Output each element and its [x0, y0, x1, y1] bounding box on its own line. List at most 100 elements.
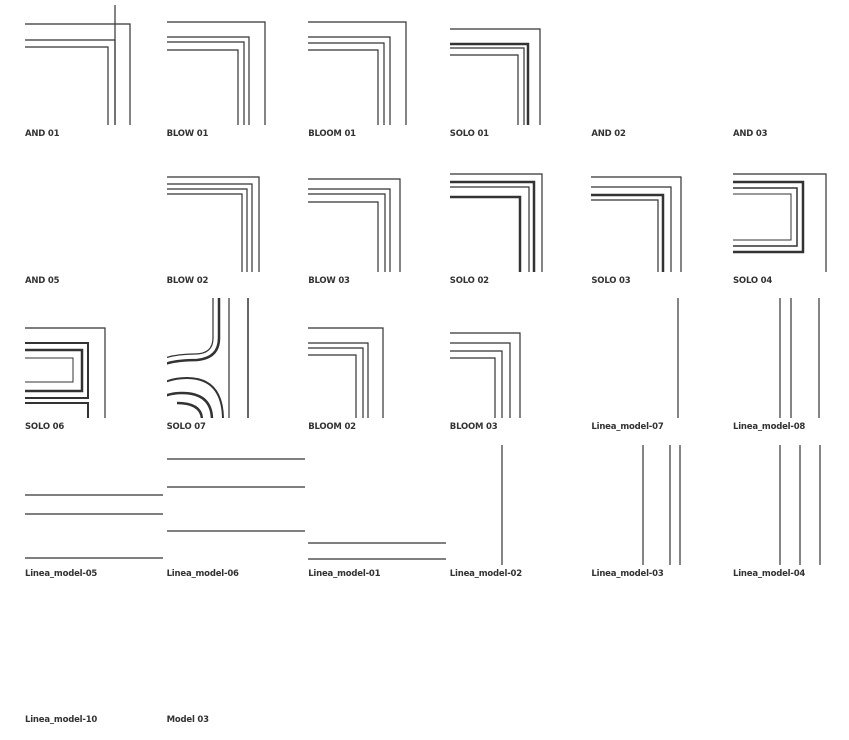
product-card[interactable]: SOLO 06 [25, 298, 163, 438]
product-thumbnail[interactable] [733, 444, 849, 565]
product-label[interactable]: SOLO 07 [166, 422, 206, 432]
product-card[interactable]: SOLO 07 [166, 298, 305, 438]
product-label[interactable]: BLOW 02 [166, 275, 209, 286]
profile-line [166, 49, 239, 125]
product-label[interactable]: Model 03 [166, 715, 209, 725]
product-card[interactable]: Linea_model-04 [733, 444, 849, 585]
profile-line [449, 342, 511, 418]
molding-profile-drawing [591, 175, 682, 272]
product-label[interactable]: Linea_model-01 [308, 568, 381, 579]
product-card[interactable]: BLOW 03 [308, 151, 447, 292]
product-card[interactable]: BLOW 02 [166, 151, 305, 292]
product-thumbnail[interactable] [449, 5, 588, 125]
product-thumbnail[interactable] [449, 151, 588, 272]
profile-line [449, 172, 543, 272]
product-label[interactable]: AND 01 [25, 129, 60, 139]
product-card[interactable]: BLOOM 01 [308, 5, 447, 145]
profile-line [166, 175, 260, 272]
profile-line [166, 376, 224, 418]
product-card[interactable]: Linea_model-05 [25, 444, 163, 585]
product-thumbnail[interactable] [25, 591, 163, 711]
product-label[interactable]: Linea_model-02 [449, 568, 522, 579]
product-card[interactable]: BLOW 01 [166, 5, 305, 145]
product-card[interactable]: BLOOM 03 [449, 298, 588, 438]
product-label[interactable]: Linea_model-10 [25, 715, 98, 725]
product-thumbnail[interactable] [25, 151, 163, 272]
profile-line [733, 193, 792, 240]
product-label[interactable]: BLOW 03 [308, 275, 350, 286]
profile-line [449, 350, 503, 418]
profile-line [166, 182, 253, 272]
molding-profile-drawing [501, 444, 503, 565]
product-label[interactable]: Linea_model-04 [733, 568, 806, 579]
product-thumbnail[interactable] [166, 5, 305, 125]
product-thumbnail[interactable] [733, 151, 849, 272]
product-label[interactable]: SOLO 06 [25, 422, 65, 432]
product-label[interactable]: Linea_model-03 [591, 568, 664, 579]
molding-profile-drawing [25, 493, 163, 559]
product-label[interactable]: SOLO 03 [591, 275, 631, 286]
product-thumbnail[interactable] [733, 298, 849, 418]
molding-profile-drawing [733, 172, 827, 272]
profile-line [166, 21, 266, 125]
product-thumbnail[interactable] [166, 151, 305, 272]
product-card[interactable]: SOLO 02 [449, 151, 588, 292]
product-card[interactable]: AND 03 [733, 5, 849, 145]
product-label[interactable]: BLOOM 01 [308, 129, 356, 139]
product-thumbnail[interactable] [308, 5, 447, 125]
product-thumbnail[interactable] [308, 298, 447, 418]
product-card[interactable]: AND 02 [591, 5, 730, 145]
product-card[interactable]: Linea_model-10 [25, 591, 163, 731]
product-label[interactable]: AND 05 [25, 275, 60, 286]
product-card[interactable]: Linea_model-03 [591, 444, 730, 585]
product-card[interactable]: Model 03 [166, 591, 305, 731]
product-thumbnail[interactable] [308, 151, 447, 272]
molding-profile-drawing [308, 541, 447, 560]
product-label[interactable]: SOLO 02 [449, 275, 489, 286]
product-thumbnail[interactable] [166, 298, 305, 418]
profile-line [308, 49, 379, 125]
product-label[interactable]: Linea_model-08 [733, 422, 806, 432]
product-card[interactable]: BLOOM 02 [308, 298, 447, 438]
product-label[interactable]: AND 02 [591, 129, 626, 139]
product-thumbnail[interactable] [25, 5, 163, 125]
product-label[interactable]: BLOW 01 [166, 129, 209, 139]
product-card[interactable]: AND 01 [25, 5, 163, 145]
product-thumbnail[interactable] [591, 151, 730, 272]
product-card[interactable]: SOLO 03 [591, 151, 730, 292]
product-card[interactable]: Linea_model-01 [308, 444, 447, 585]
product-thumbnail[interactable] [591, 298, 730, 418]
product-thumbnail[interactable] [591, 5, 730, 125]
product-card[interactable]: Linea_model-06 [166, 444, 305, 585]
product-label[interactable]: SOLO 01 [449, 129, 489, 139]
product-thumbnail[interactable] [449, 444, 588, 565]
product-label[interactable]: Linea_model-05 [25, 568, 98, 579]
product-label[interactable]: BLOOM 02 [308, 422, 356, 432]
product-thumbnail[interactable] [25, 444, 163, 565]
profile-line [25, 327, 106, 418]
molding-profile-drawing [25, 591, 163, 711]
product-thumbnail[interactable] [591, 444, 730, 565]
product-card[interactable]: Linea_model-02 [449, 444, 588, 585]
molding-profile-drawing [642, 444, 681, 565]
product-label[interactable]: BLOOM 03 [449, 422, 498, 432]
molding-profile-drawing [25, 5, 131, 125]
product-thumbnail[interactable] [308, 444, 447, 565]
product-card[interactable]: Linea_model-08 [733, 298, 849, 438]
profile-line [308, 177, 401, 272]
product-thumbnail[interactable] [733, 5, 849, 125]
product-card[interactable]: SOLO 01 [449, 5, 588, 145]
product-thumbnail[interactable] [166, 591, 305, 711]
product-thumbnail[interactable] [25, 298, 163, 418]
profile-line [25, 348, 84, 393]
product-label[interactable]: SOLO 04 [733, 275, 773, 286]
product-label[interactable]: Linea_model-06 [166, 568, 239, 579]
product-label[interactable]: AND 03 [733, 129, 768, 139]
product-card[interactable]: AND 05 [25, 151, 163, 292]
molding-profile-drawing [591, 5, 729, 125]
product-card[interactable]: SOLO 04 [733, 151, 849, 292]
product-label[interactable]: Linea_model-07 [591, 422, 664, 432]
product-thumbnail[interactable] [166, 444, 305, 565]
product-thumbnail[interactable] [449, 298, 588, 418]
product-card[interactable]: Linea_model-07 [591, 298, 730, 438]
